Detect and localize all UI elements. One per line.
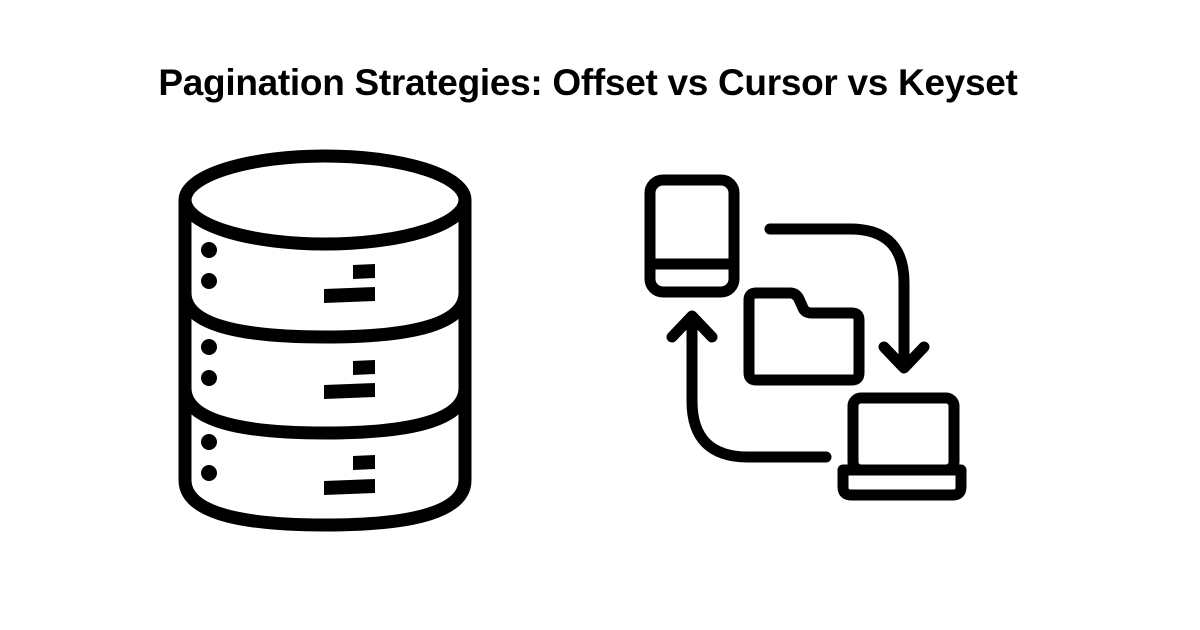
laptop-icon	[837, 392, 967, 501]
database-icon	[178, 149, 472, 532]
arrow-down-icon	[764, 223, 930, 374]
folder-icon	[743, 287, 865, 386]
page-title: Pagination Strategies: Offset vs Cursor …	[158, 62, 1018, 103]
arrow-up-icon	[666, 310, 832, 463]
phone-icon	[644, 174, 740, 298]
data-sync-icon	[644, 174, 967, 501]
